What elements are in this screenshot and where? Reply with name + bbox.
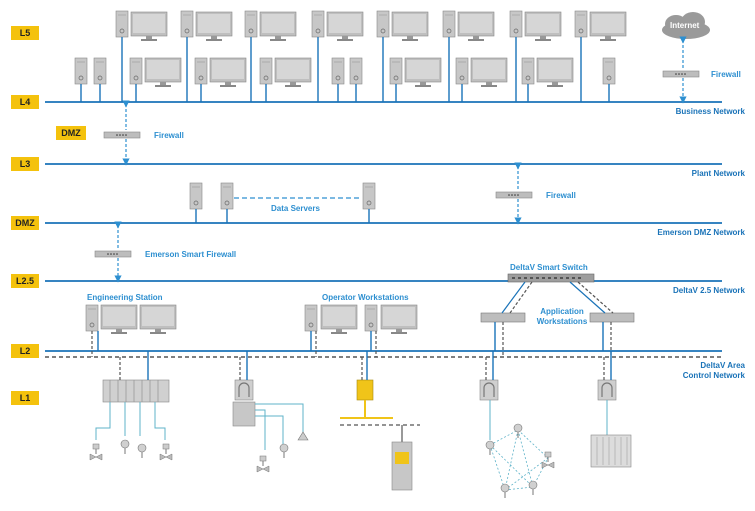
- l5-workstations: [115, 10, 627, 42]
- level-badge-l4: L4: [11, 95, 39, 109]
- internet-cloud-icon: [662, 12, 710, 39]
- level-badge-l2-5: L2.5: [11, 274, 39, 288]
- deltav-smart-switch-icon: [507, 273, 595, 283]
- plant-firewall-label: Firewall: [546, 191, 576, 200]
- operator-workstations: [304, 304, 418, 357]
- emerson-dmz-network-label: Emerson DMZ Network: [657, 228, 745, 237]
- level-badge-l3: L3: [11, 157, 39, 171]
- operator-workstations-label: Operator Workstations: [322, 293, 409, 302]
- internet-firewall-icon: [662, 70, 700, 78]
- deltav-area-control-label-line1: DeltaV Area: [700, 361, 745, 370]
- l4-workstations: [74, 57, 616, 88]
- dmz-firewall-icon: [103, 131, 141, 139]
- internet-firewall-label: Firewall: [711, 70, 741, 79]
- data-servers: [189, 182, 376, 223]
- data-servers-label: Data Servers: [271, 204, 320, 213]
- engineering-station-label: Engineering Station: [87, 293, 163, 302]
- emerson-smart-firewall-icon: [94, 250, 132, 258]
- level-badge-dmz: DMZ: [11, 216, 39, 230]
- deltav-smart-switch-label: DeltaV Smart Switch: [510, 263, 588, 272]
- plant-network-label: Plant Network: [691, 169, 745, 178]
- deltav-2-5-network-label: DeltaV 2.5 Network: [672, 286, 745, 295]
- level-badge-l1: L1: [11, 391, 39, 405]
- business-network-label: Business Network: [675, 107, 745, 116]
- engineering-station: [85, 304, 177, 357]
- internet-label: Internet: [670, 21, 700, 30]
- level-badge-l5: L5: [11, 26, 39, 40]
- application-workstations: [480, 281, 635, 357]
- plant-firewall-icon: [495, 191, 533, 199]
- level-badge-l2: L2: [11, 344, 39, 358]
- emerson-smart-firewall-label: Emerson Smart Firewall: [145, 250, 237, 259]
- deltav-area-control-label-line2: Control Network: [682, 371, 745, 380]
- application-workstations-label-line1: Application: [540, 307, 584, 316]
- application-workstations-label-line2: Workstations: [536, 317, 588, 326]
- l1-controllers: [89, 351, 632, 499]
- l5-l4-drops: [80, 37, 610, 102]
- level-badge-dmz-upper: DMZ: [56, 126, 86, 140]
- dmz-firewall-label: Firewall: [154, 131, 184, 140]
